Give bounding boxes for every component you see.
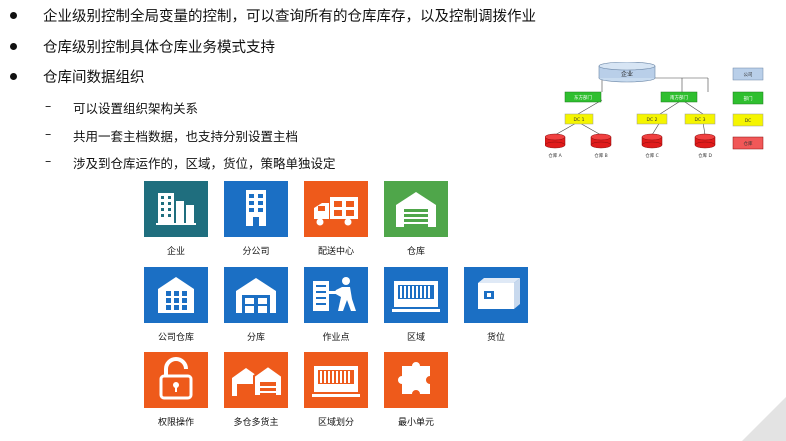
tile-label-minimum-unit: 最小单元 — [397, 418, 434, 428]
tile-label-storage-bin: 货位 — [486, 333, 505, 343]
org-dc-label: DC 2 — [647, 117, 658, 123]
tile-label-warehouse: 仓库 — [406, 247, 425, 257]
org-warehouse-label: 仓库 A — [548, 152, 562, 159]
tile-minimum-unit — [384, 352, 448, 408]
sub-bullet-marker: – — [45, 153, 52, 168]
storage-bin-icon — [478, 278, 520, 309]
bullet-text: 仓库级别控制具体仓库业务模式支持 — [43, 40, 275, 56]
corner-decoration — [742, 397, 786, 441]
warehouse-icon — [396, 192, 436, 227]
org-chart-svg: 企业 东方部门 南方部门 DC 1 DC 2 DC 3 仓库 A 仓库 B 仓库… — [544, 61, 764, 159]
bullet-text: 仓库间数据组织 — [43, 70, 145, 86]
sub-warehouse-icon — [236, 278, 276, 313]
org-dc-label: DC 3 — [695, 117, 706, 123]
worker-station-icon — [313, 277, 356, 311]
branch-building-icon — [246, 190, 266, 226]
org-legend-label: 部门 — [744, 95, 753, 102]
unlock-icon — [159, 357, 193, 400]
org-chart-diagram: 企业 东方部门 南方部门 DC 1 DC 2 DC 3 仓库 A 仓库 B 仓库… — [544, 61, 775, 170]
org-root-label: 企业 — [621, 70, 633, 78]
tile-label-enterprise: 企业 — [166, 247, 185, 257]
bullet-dot — [10, 12, 17, 19]
tile-warehouse — [384, 181, 448, 237]
org-legend-company — [732, 67, 764, 81]
tile-multi-warehouse — [224, 352, 288, 408]
sub-bullet-text: 共用一套主档数据，也支持分别设置主档 — [73, 129, 299, 144]
tile-zone-division — [304, 352, 368, 408]
bullet-dot — [10, 43, 17, 50]
tile-label-distribution-center: 配送中心 — [317, 247, 354, 257]
org-branch-label: 南方部门 — [670, 94, 688, 101]
zone-rack-icon — [392, 281, 440, 312]
multi-warehouse-icon — [232, 364, 283, 397]
org-branch-node — [660, 91, 698, 103]
org-dc-node — [636, 113, 668, 125]
org-dc-node — [684, 113, 716, 125]
org-legend-label: 仓库 — [744, 140, 753, 147]
delivery-truck-icon — [314, 197, 358, 226]
org-dc-node — [564, 113, 594, 125]
puzzle-piece-icon — [398, 362, 430, 394]
tile-label-company-warehouse: 公司仓库 — [157, 333, 194, 343]
tile-work-station — [304, 267, 368, 323]
bullet-text: 企业级别控制全局变量的控制，可以查询所有的仓库库存，以及控制调拨作业 — [43, 9, 536, 25]
tile-label-branch: 分公司 — [242, 247, 270, 257]
tile-label-multi-warehouse: 多仓多货主 — [233, 418, 279, 428]
org-branch-node — [564, 91, 602, 103]
org-root-node: 企业 — [598, 61, 656, 83]
tile-storage-bin — [464, 267, 528, 323]
zone-division-icon — [312, 366, 360, 397]
org-legend-warehouse — [732, 136, 764, 150]
company-warehouse-icon — [158, 277, 194, 313]
sub-bullet-text: 可以设置组织架构关系 — [73, 101, 199, 116]
tile-label-work-station: 作业点 — [322, 333, 350, 343]
org-legend-dc — [732, 113, 764, 127]
tile-sub-warehouse — [224, 267, 288, 323]
tile-distribution-center — [304, 181, 368, 237]
sub-bullet-text: 涉及到仓库运作的，区域，货位，策略单独设定 — [73, 156, 336, 171]
tile-enterprise — [144, 181, 208, 237]
org-warehouse-label: 仓库 C — [645, 152, 659, 159]
enterprise-icon — [156, 193, 196, 225]
sub-bullet-marker: – — [45, 98, 52, 113]
tile-label-zone-division: 区域划分 — [317, 418, 354, 428]
tile-label-zone: 区域 — [406, 333, 425, 343]
tile-label-permission: 权限操作 — [157, 418, 194, 428]
tile-company-warehouse — [144, 267, 208, 323]
tile-branch — [224, 181, 288, 237]
org-legend-label: 公司 — [744, 72, 753, 78]
tile-zone — [384, 267, 448, 323]
tile-label-sub-warehouse: 分库 — [246, 333, 265, 343]
sub-bullet-marker: – — [45, 126, 52, 141]
org-dc-label: DC 1 — [574, 117, 585, 123]
org-legend-label: DC — [745, 118, 752, 124]
bullet-dot — [10, 73, 17, 80]
org-warehouse-label: 仓库 D — [698, 152, 712, 159]
org-warehouse-label: 仓库 B — [594, 152, 608, 159]
tile-permission — [144, 352, 208, 408]
org-branch-label: 东方部门 — [574, 94, 592, 101]
org-legend-department — [732, 91, 764, 105]
